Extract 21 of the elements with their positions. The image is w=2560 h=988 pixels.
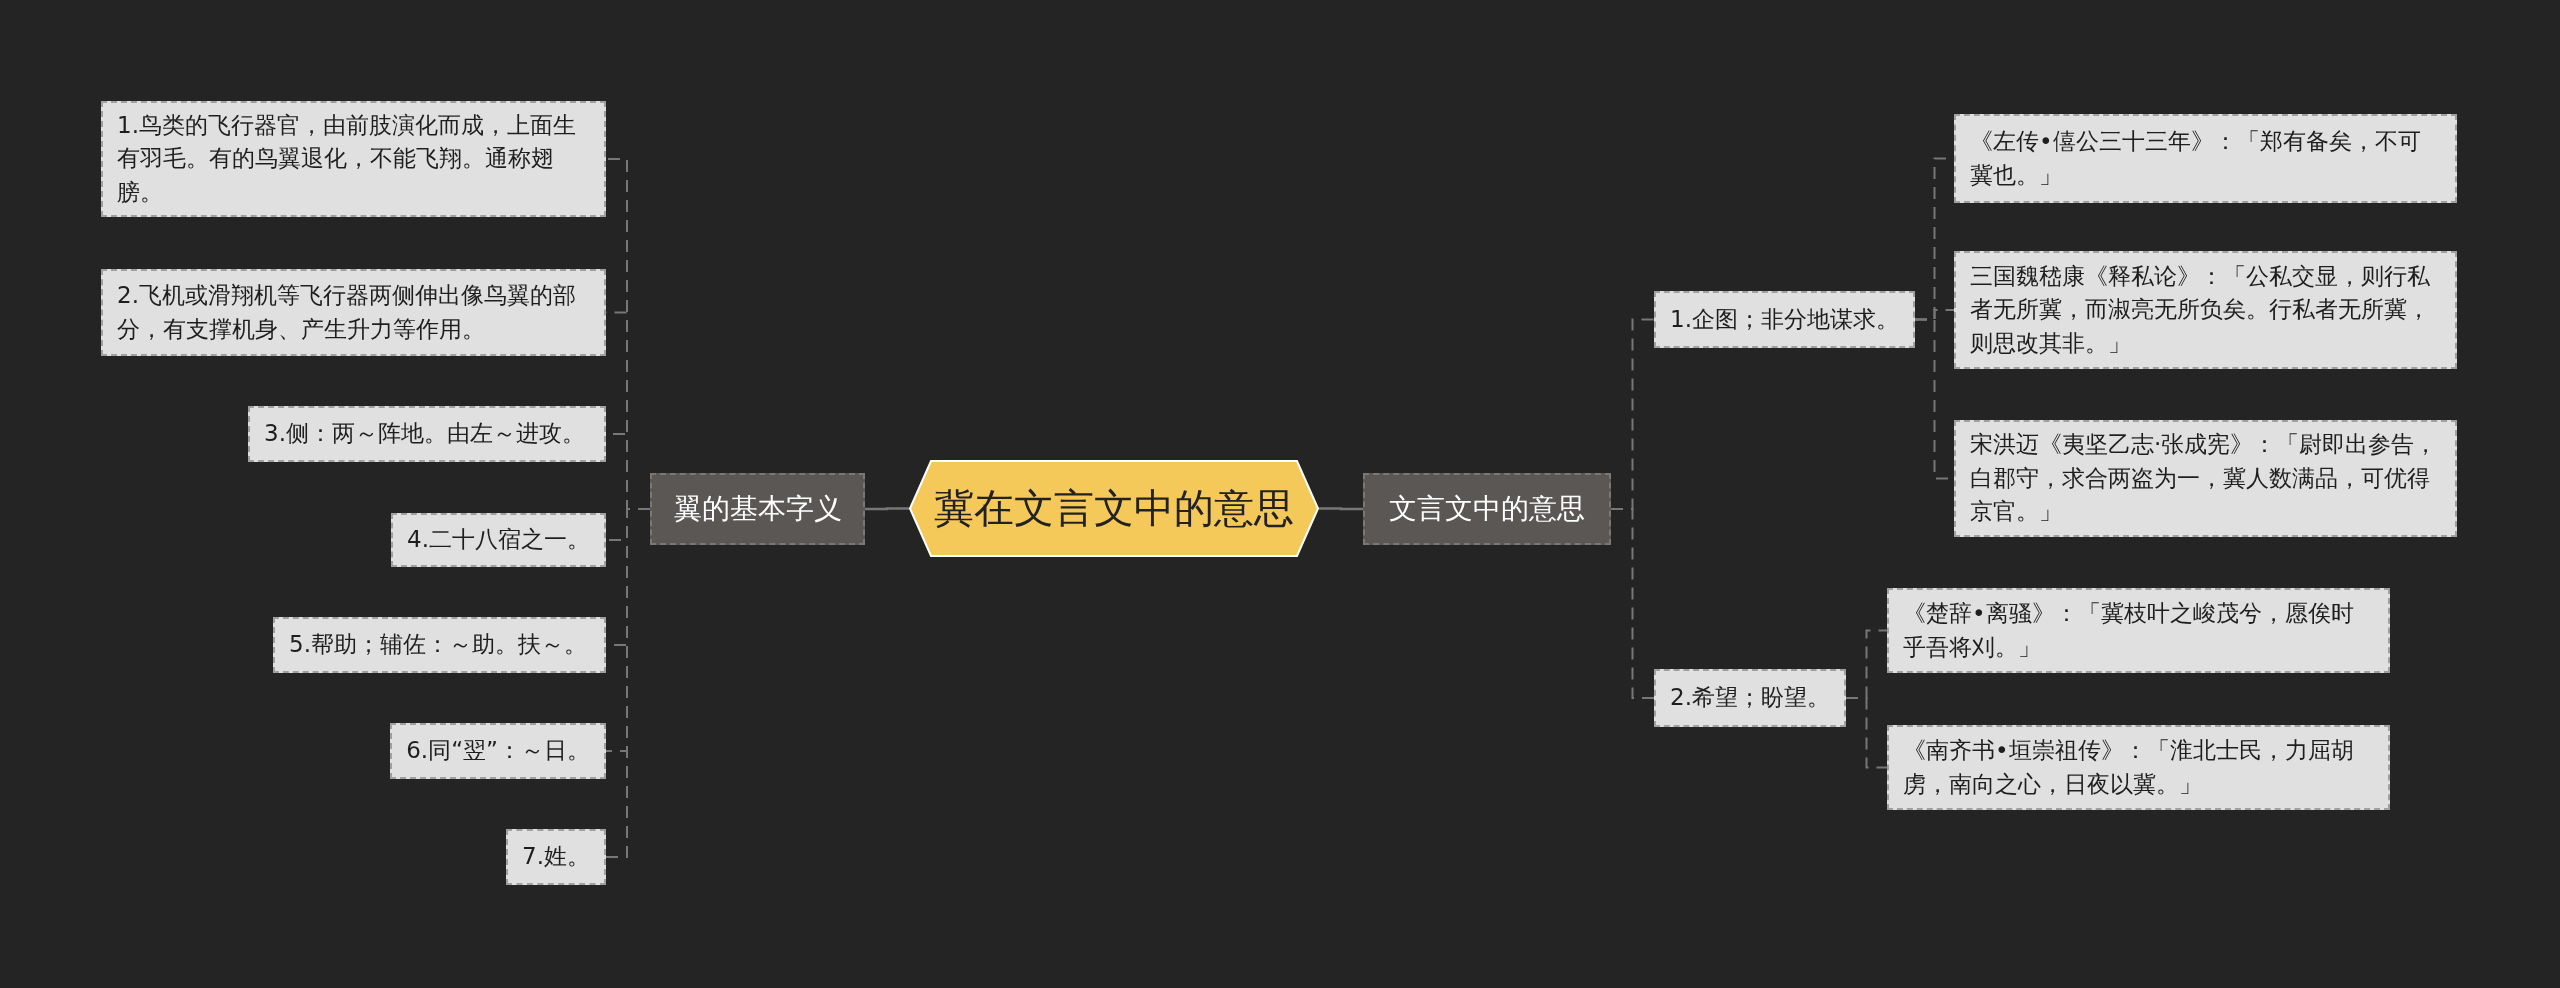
definition-box: 6.同“翌”：～日。 (390, 723, 606, 779)
definition-box: 三国魏嵇康《释私论》：「公私交显，则行私者无所冀，而淑亮无所负矣。行私者无所冀，则思改其非。」 (1954, 251, 2457, 369)
connector-line (865, 507, 909, 511)
topic-hexagon: 冀在文言文中的意思 (909, 460, 1319, 557)
connector-line (1610, 508, 1655, 699)
definition-box: 3.侧：两～阵地。由左～进攻。 (248, 406, 606, 462)
definition-box: 《左传•僖公三十三年》：「郑有备矣，不可冀也。」 (1954, 114, 2457, 203)
definition-box: 2.飞机或滑翔机等飞行器两侧伸出像鸟翼的部分，有支撑机身、产生升力等作用。 (101, 269, 606, 356)
definition-box: 2.希望；盼望。 (1654, 669, 1846, 727)
branch-box: 文言文中的意思 (1363, 473, 1611, 545)
definition-box: 1.鸟类的飞行器官，由前肢演化而成，上面生有羽毛。有的鸟翼退化，不能飞翔。通称翅膀。 (101, 101, 606, 217)
definition-box: 《南齐书•垣崇祖传》：「淮北士民，力屈胡虏，南向之心，日夜以冀。」 (1887, 725, 2390, 810)
branch-box: 翼的基本字义 (650, 473, 865, 545)
definition-box: 《楚辞•离骚》：「冀枝叶之峻茂兮，愿俟时乎吾将刈。」 (1887, 588, 2390, 673)
definition-box: 7.姓。 (506, 829, 606, 885)
definition-box: 4.二十八宿之一。 (391, 513, 606, 567)
connector-line (1845, 697, 1888, 769)
definition-box: 5.帮助；辅佐：～助。扶～。 (273, 617, 606, 673)
definition-box: 宋洪迈《夷坚乙志·张成宪》：「尉即出参告，白郡守，求合两盗为一，冀人数满品，可优得京官。」 (1954, 420, 2457, 537)
definition-box: 1.企图；非分地谋求。 (1654, 291, 1915, 348)
connector-line (1319, 507, 1363, 511)
